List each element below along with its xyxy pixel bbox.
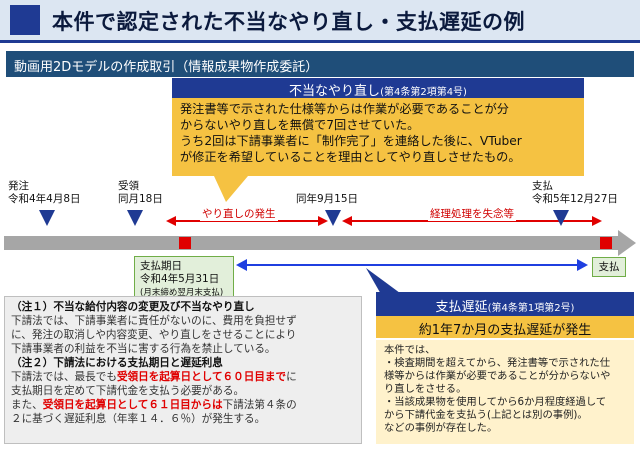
redo-span-label: やり直しの発生 — [200, 206, 278, 221]
event-redo-end: 同年9月15日 — [296, 193, 358, 206]
event-receipt: 受領 同月18日 — [118, 180, 163, 206]
event-receipt-label: 受領 — [118, 180, 139, 192]
payment-end-label: 支払 — [598, 261, 620, 273]
note1-line: に、発注の取消しや内容変更、やり直しをさせることにより — [11, 329, 297, 341]
note2-text: 下請法では、最長でも — [11, 371, 117, 383]
example-line: ・検査期間を超えてから、発注書等で示された仕 — [384, 357, 611, 369]
redo-line: 発注書等で示された仕様等からは作業が必要であることが分 — [180, 102, 509, 116]
note2-highlight: 受領日を起算日として６１日目からは — [42, 399, 223, 411]
delay-heading-ref: (第4条第1項第2号) — [487, 303, 575, 314]
delay-pointer — [366, 268, 404, 296]
title-divider — [0, 40, 640, 43]
accounting-span-label: 経理処理を失念等 — [428, 206, 516, 221]
redo-heading-ref: (第4条第2項第4号) — [380, 87, 467, 98]
note2-highlight: 受領日を起算日として６０日目まで — [116, 371, 287, 383]
example-line: などの事例が存在した。 — [384, 422, 498, 434]
example-line: 本件では、 — [384, 344, 436, 356]
note1-line: 下請法では、下請事業者に責任がないのに、費用を負担せず — [11, 315, 297, 327]
example-line: 様等からは作業が必要であることが分からないや — [384, 370, 611, 382]
payment-date-mark — [600, 237, 612, 249]
delay-callout-body: 約1年7か月の支払遅延が発生 — [376, 316, 634, 338]
due-date-mark — [179, 237, 191, 249]
delay-span-arrow-right — [577, 259, 588, 271]
order-marker-icon — [39, 210, 55, 226]
event-payment: 支払 令和5年12月27日 — [532, 180, 618, 206]
example-line: ・当該成果物を使用してから6か月程度経過して — [384, 396, 607, 408]
event-receipt-date: 同月18日 — [118, 193, 163, 205]
redo-callout-heading: 不当なやり直し(第4条第2項第4号) — [172, 78, 584, 99]
example-box: 本件では、 ・検査期間を超えてから、発注書等で示された仕 様等からは作業が必要で… — [376, 340, 634, 444]
note2-line: 下請法では、最長でも受領日を起算日として６０日目までに — [11, 370, 355, 384]
title-bar — [0, 0, 640, 42]
section-label: 動画用2Dモデルの作成取引（情報成果物作成委託） — [6, 51, 634, 77]
payment-end-box: 支払 — [592, 257, 626, 277]
note2-text: また、 — [11, 399, 43, 411]
notes-box: （注１）不当な給付内容の変更及び不当なやり直し 下請法では、下請事業者に責任がな… — [4, 296, 362, 444]
redo-line: が修正を希望していることを理由としてやり直しさせたもの。 — [180, 150, 521, 164]
event-redo-end-date: 同年9月15日 — [296, 193, 359, 205]
redo-heading-text: 不当なやり直し — [289, 84, 381, 99]
redo-line: うち2回は下請事業者に「制作完了」を連絡した後に、VTuber — [180, 134, 522, 148]
page-title: 本件で認定された不当なやり直し・支払遅延の例 — [52, 10, 525, 34]
note2-title: （注２）下請法における支払期日と遅延利息 — [11, 357, 223, 369]
payment-marker-icon — [553, 210, 569, 226]
note2-line: 支払期日を定めて下請代金を支払う必要がある。 — [11, 385, 245, 397]
event-payment-label: 支払 — [532, 180, 553, 192]
accounting-span-arrow-right — [592, 216, 602, 226]
event-order-label: 発注 — [8, 180, 29, 192]
event-order-date: 令和4年4月8日 — [8, 193, 81, 205]
redo-span-arrow-right — [318, 216, 328, 226]
example-line: から下請代金を支払う(上記とは別の事例)。 — [384, 409, 588, 421]
note2-text: 下請法第４条の — [222, 399, 297, 411]
delay-heading-text: 支払遅延 — [435, 300, 488, 315]
timeline-end-arrow — [618, 230, 636, 256]
due-date-note: (月末締め翌月末支払) — [140, 288, 224, 298]
redo-end-marker-icon — [325, 210, 341, 226]
delay-span-arrow-left — [236, 259, 247, 271]
example-line: り直しをさせる。 — [384, 383, 467, 395]
note2-line: ２に基づく遅延利息（年率１４．６％）が発生する。 — [11, 413, 266, 425]
due-date-box: 支払期日 令和4年5月31日 (月末締め翌月末支払) — [134, 256, 234, 300]
delay-callout-heading: 支払遅延(第4条第1項第2号) — [376, 292, 634, 316]
redo-span-arrow-left — [166, 216, 176, 226]
note1-line: 下請事業者の利益を不当に害する行為を禁止している。 — [11, 343, 276, 355]
redo-line: からないやり直しを無償で7回させていた。 — [180, 118, 420, 132]
timeline-bar — [4, 236, 620, 250]
title-square-icon — [10, 5, 40, 35]
note2-line: また、受領日を起算日として６１日目からは下請法第４条の — [11, 398, 355, 412]
due-date-label: 支払期日 — [140, 260, 182, 272]
event-payment-date: 令和5年12月27日 — [532, 193, 618, 205]
note2-text: に — [286, 371, 297, 383]
callout-pointer — [214, 176, 248, 202]
redo-callout-body: 発注書等で示された仕様等からは作業が必要であることが分 からないやり直しを無償で… — [172, 98, 584, 176]
accounting-span-arrow-left — [342, 216, 352, 226]
due-date-value: 令和4年5月31日 — [140, 273, 220, 285]
note1-title: （注１）不当な給付内容の変更及び不当なやり直し — [11, 301, 255, 313]
receipt-marker-icon — [127, 210, 143, 226]
event-order: 発注 令和4年4月8日 — [8, 180, 81, 206]
